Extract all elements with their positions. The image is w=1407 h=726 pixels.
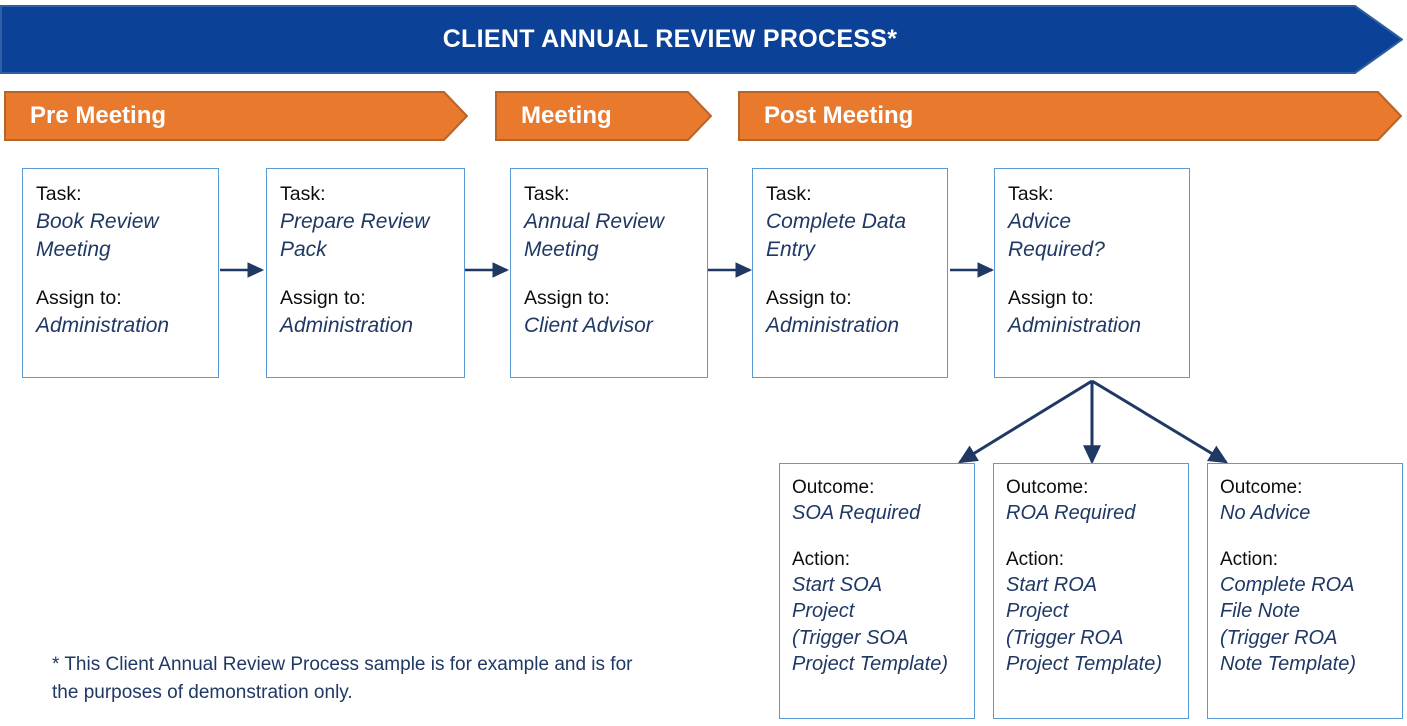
assign-field-label: Assign to:: [36, 286, 122, 309]
action-field: Action: Complete ROA File Note (Trigger …: [1220, 547, 1402, 678]
action-field-label: Action:: [792, 548, 851, 570]
action-field-value: Complete ROA File Note (Trigger ROA Note…: [1220, 573, 1356, 676]
task-field-value: Prepare Review Pack: [280, 209, 430, 261]
assign-field-label: Assign to:: [766, 286, 852, 309]
assign-field-label: Assign to:: [1008, 286, 1094, 309]
task-box-complete-data-entry[interactable]: Task: Complete Data Entry Assign to: Adm…: [752, 168, 948, 378]
process-title-banner: CLIENT ANNUAL REVIEW PROCESS*: [0, 5, 1403, 74]
action-field: Action: Start ROA Project (Trigger ROA P…: [1006, 547, 1188, 678]
footnote-text: * This Client Annual Review Process samp…: [52, 654, 633, 703]
outcome-field: Outcome: No Advice: [1220, 475, 1402, 527]
assign-field-value: Administration: [280, 313, 414, 337]
assign-field: Assign to: Administration: [36, 286, 218, 340]
outcome-field: Outcome: ROA Required: [1006, 475, 1188, 527]
assign-field: Assign to: Administration: [1008, 286, 1189, 340]
task-box-book-review-meeting[interactable]: Task: Book Review Meeting Assign to: Adm…: [22, 168, 219, 378]
task-field-label: Task:: [280, 183, 326, 205]
task-field: Task: Advice Required?: [1008, 182, 1189, 264]
action-field-label: Action:: [1220, 548, 1279, 570]
task-field-label: Task:: [36, 183, 82, 205]
outcome-box-roa-required[interactable]: Outcome: ROA Required Action: Start ROA …: [993, 463, 1189, 719]
action-field-value: Start ROA Project (Trigger ROA Project T…: [1006, 573, 1162, 676]
task-field: Task: Complete Data Entry: [766, 182, 947, 264]
task-field-value: Annual Review Meeting: [524, 209, 665, 261]
assign-field-value: Client Advisor: [524, 313, 653, 337]
action-field: Action: Start SOA Project (Trigger SOA P…: [792, 547, 974, 678]
arrow-decision-to-outcome-soa: [957, 379, 1093, 464]
assign-field-value: Administration: [766, 313, 900, 337]
banner-chevron-shape: [0, 5, 1403, 74]
outcome-field-value: SOA Required: [792, 502, 921, 525]
assign-field: Assign to: Administration: [766, 286, 947, 340]
assign-field: Assign to: Administration: [280, 286, 464, 340]
task-field: Task: Annual Review Meeting: [524, 182, 707, 264]
phase-bar-meeting: Meeting: [495, 91, 712, 141]
phase-label-post-meeting: Post Meeting: [764, 102, 914, 129]
task-box-advice-required[interactable]: Task: Advice Required? Assign to: Admini…: [994, 168, 1190, 378]
phase-bar-post-meeting: Post Meeting: [738, 91, 1402, 141]
assign-field-value: Administration: [36, 313, 170, 337]
outcome-field: Outcome: SOA Required: [792, 475, 974, 527]
outcome-field-label: Outcome:: [1006, 477, 1089, 498]
task-field-label: Task:: [524, 183, 570, 205]
outcome-field-label: Outcome:: [1220, 477, 1303, 498]
action-field-value: Start SOA Project (Trigger SOA Project T…: [792, 573, 948, 676]
task-box-annual-review-meeting[interactable]: Task: Annual Review Meeting Assign to: C…: [510, 168, 708, 378]
action-field-label: Action:: [1006, 548, 1065, 570]
phase-label-meeting: Meeting: [521, 102, 612, 129]
phase-bar-pre-meeting: Pre Meeting: [4, 91, 468, 141]
outcome-field-label: Outcome:: [792, 477, 875, 498]
outcome-field-value: ROA Required: [1006, 502, 1136, 525]
task-field-value: Advice Required?: [1008, 209, 1105, 261]
arrow-decision-to-outcome-no-advice: [1091, 379, 1229, 464]
page-title: CLIENT ANNUAL REVIEW PROCESS*: [442, 25, 898, 53]
task-field-value: Complete Data Entry: [766, 209, 907, 261]
task-box-prepare-review-pack[interactable]: Task: Prepare Review Pack Assign to: Adm…: [266, 168, 465, 378]
assign-field-value: Administration: [1008, 313, 1142, 337]
outcome-box-no-advice[interactable]: Outcome: No Advice Action: Complete ROA …: [1207, 463, 1403, 719]
task-field-label: Task:: [766, 183, 812, 205]
assign-field: Assign to: Client Advisor: [524, 286, 707, 340]
task-field-label: Task:: [1008, 183, 1054, 205]
assign-field-label: Assign to:: [524, 286, 610, 309]
phase-chevron-shape: [4, 91, 468, 141]
assign-field-label: Assign to:: [280, 286, 366, 309]
phase-chevron-shape: [738, 91, 1402, 141]
phase-label-pre-meeting: Pre Meeting: [30, 102, 167, 129]
outcome-field-value: No Advice: [1220, 502, 1311, 525]
outcome-box-soa-required[interactable]: Outcome: SOA Required Action: Start SOA …: [779, 463, 975, 719]
task-field-value: Book Review Meeting: [36, 209, 159, 261]
task-field: Task: Prepare Review Pack: [280, 182, 464, 264]
task-field: Task: Book Review Meeting: [36, 182, 218, 264]
phase-chevron-shape: [495, 91, 712, 141]
